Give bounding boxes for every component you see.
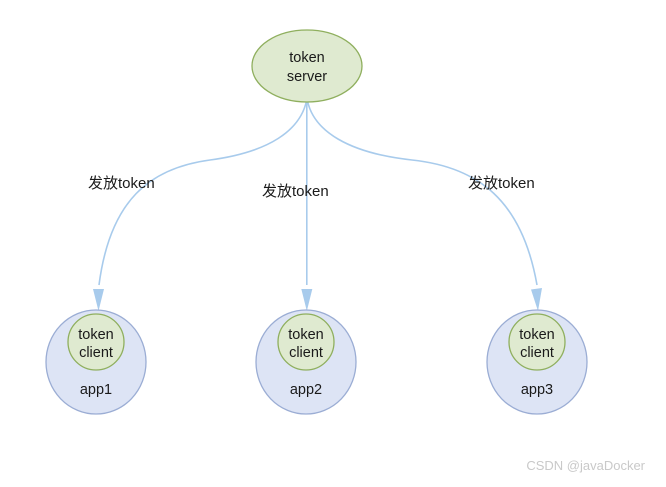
- app2-token-client-ellipse[interactable]: [277, 313, 335, 371]
- edge-label-app3: 发放token: [468, 175, 535, 192]
- arrow-head-app1: [93, 289, 104, 311]
- arrow-head-app3: [531, 288, 542, 311]
- app1-label: app1: [80, 382, 112, 398]
- node-app1[interactable]: token client app1: [45, 309, 147, 415]
- app1-token-client-label-line1: token: [78, 327, 113, 343]
- app3-token-client-label-line2: client: [520, 345, 554, 361]
- node-token-server[interactable]: token server: [251, 29, 363, 103]
- app3-label: app3: [521, 382, 553, 398]
- app2-token-client-label-line1: token: [288, 327, 323, 343]
- edge-path-app1: [98, 100, 308, 286]
- arrow-head-app2: [301, 289, 313, 311]
- node-app2[interactable]: token client app2: [255, 309, 357, 415]
- edge-label-app1: 发放token: [88, 175, 155, 192]
- node-app3[interactable]: token client app3: [486, 309, 588, 415]
- token-server-label-line2: server: [287, 69, 327, 85]
- edge-label-group: 发放token 发放token 发放token: [88, 175, 535, 200]
- app2-label: app2: [290, 382, 322, 398]
- edge-path-app3: [306, 100, 538, 286]
- app2-token-client-label-line2: client: [289, 345, 323, 361]
- edge-group: [93, 100, 542, 311]
- token-server-ellipse[interactable]: [251, 29, 363, 103]
- app1-token-client-ellipse[interactable]: [67, 313, 125, 371]
- app1-token-client-label-line2: client: [79, 345, 113, 361]
- watermark: CSDN @javaDocker: [526, 458, 645, 473]
- edge-label-app2: 发放token: [262, 183, 329, 200]
- app3-token-client-ellipse[interactable]: [508, 313, 566, 371]
- token-server-label-line1: token: [289, 50, 324, 66]
- app3-token-client-label-line1: token: [519, 327, 554, 343]
